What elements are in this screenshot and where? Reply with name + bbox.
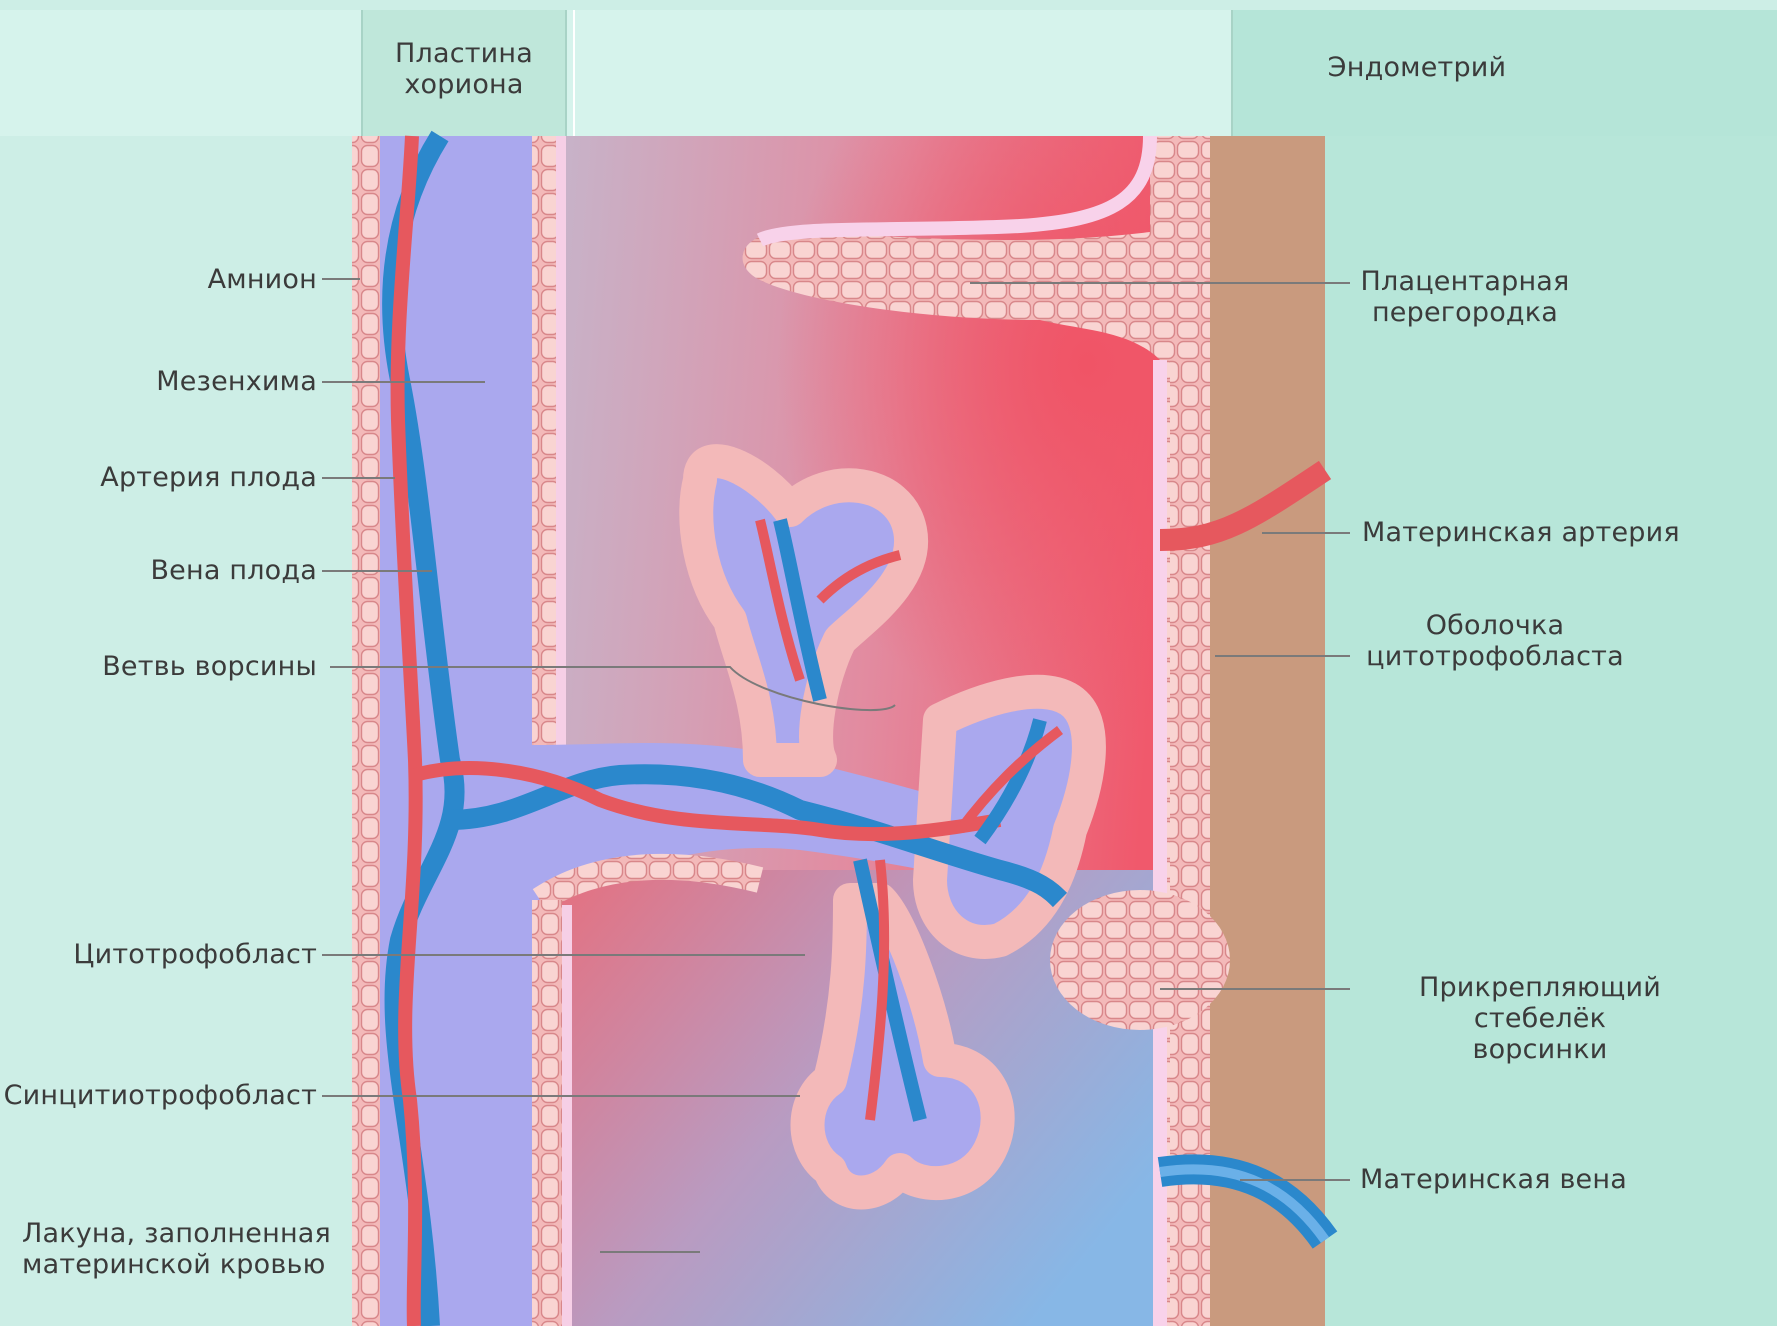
fetal-artery-label: Артерия плода [100, 462, 317, 493]
anchoring-stem [1050, 890, 1230, 1030]
maternal-artery-label: Материнская артерия [1362, 517, 1680, 548]
chorionic-plate-label: Пластина хориона [362, 38, 566, 100]
endometrium [1210, 136, 1325, 1326]
endometrium-label: Эндометрий [1232, 52, 1602, 83]
maternal-vein-label: Материнская вена [1360, 1164, 1627, 1195]
cytotrophoblast-label: Цитотрофобласт [73, 939, 317, 970]
syncytiotrophoblast-label: Синцитиотрофобласт [4, 1080, 317, 1111]
amnion-label: Амнион [208, 264, 317, 295]
cytotrophoblast-shell-label: Оболочка цитотрофобласта [1345, 610, 1645, 672]
lacuna-label: Лакуна, заполненная материнской кровью [22, 1218, 331, 1280]
villus-branch-label: Ветвь ворсины [102, 651, 317, 682]
mesenchyme-label: Мезенхима [156, 366, 317, 397]
amnion-layer [352, 136, 382, 1326]
fetal-vein-label: Вена плода [150, 555, 317, 586]
placental-septum-label: Плацентарная перегородка [1345, 266, 1585, 328]
anchoring-villus-label: Прикрепляющий стебелёк ворсинки [1350, 972, 1730, 1065]
